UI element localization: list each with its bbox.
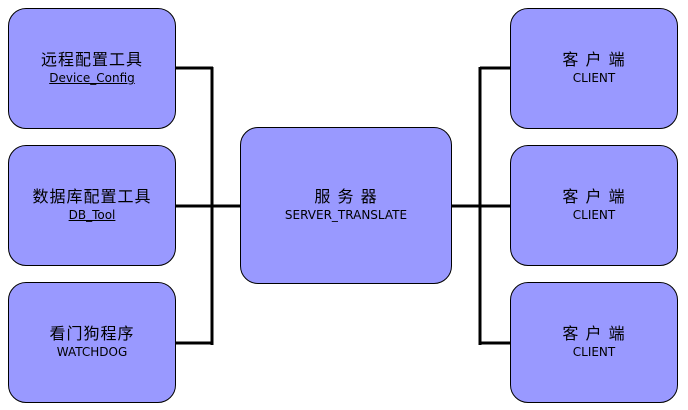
node-watchdog-title: 看门狗程序: [49, 324, 135, 344]
node-device-config: 远程配置工具 Device_Config: [8, 8, 176, 129]
node-client-middle: 客 户 端 CLIENT: [510, 145, 678, 266]
node-device-config-subtitle: Device_Config: [49, 71, 135, 86]
node-client-middle-title: 客 户 端: [562, 187, 626, 207]
node-client-bottom-title: 客 户 端: [562, 324, 626, 344]
node-watchdog-subtitle: WATCHDOG: [56, 345, 128, 360]
node-client-middle-subtitle: CLIENT: [572, 208, 616, 223]
node-client-top-title: 客 户 端: [562, 50, 626, 70]
node-client-top-subtitle: CLIENT: [572, 71, 616, 86]
node-device-config-title: 远程配置工具: [40, 50, 143, 70]
node-server: 服 务 器 SERVER_TRANSLATE: [240, 127, 452, 284]
node-watchdog: 看门狗程序 WATCHDOG: [8, 282, 176, 403]
node-client-bottom-subtitle: CLIENT: [572, 345, 616, 360]
node-client-top: 客 户 端 CLIENT: [510, 8, 678, 129]
node-server-subtitle: SERVER_TRANSLATE: [284, 208, 408, 223]
node-db-tool-subtitle: DB_Tool: [68, 208, 116, 223]
node-client-bottom: 客 户 端 CLIENT: [510, 282, 678, 403]
node-db-tool-title: 数据库配置工具: [32, 187, 152, 207]
node-db-tool: 数据库配置工具 DB_Tool: [8, 145, 176, 266]
node-server-title: 服 务 器: [314, 187, 378, 207]
